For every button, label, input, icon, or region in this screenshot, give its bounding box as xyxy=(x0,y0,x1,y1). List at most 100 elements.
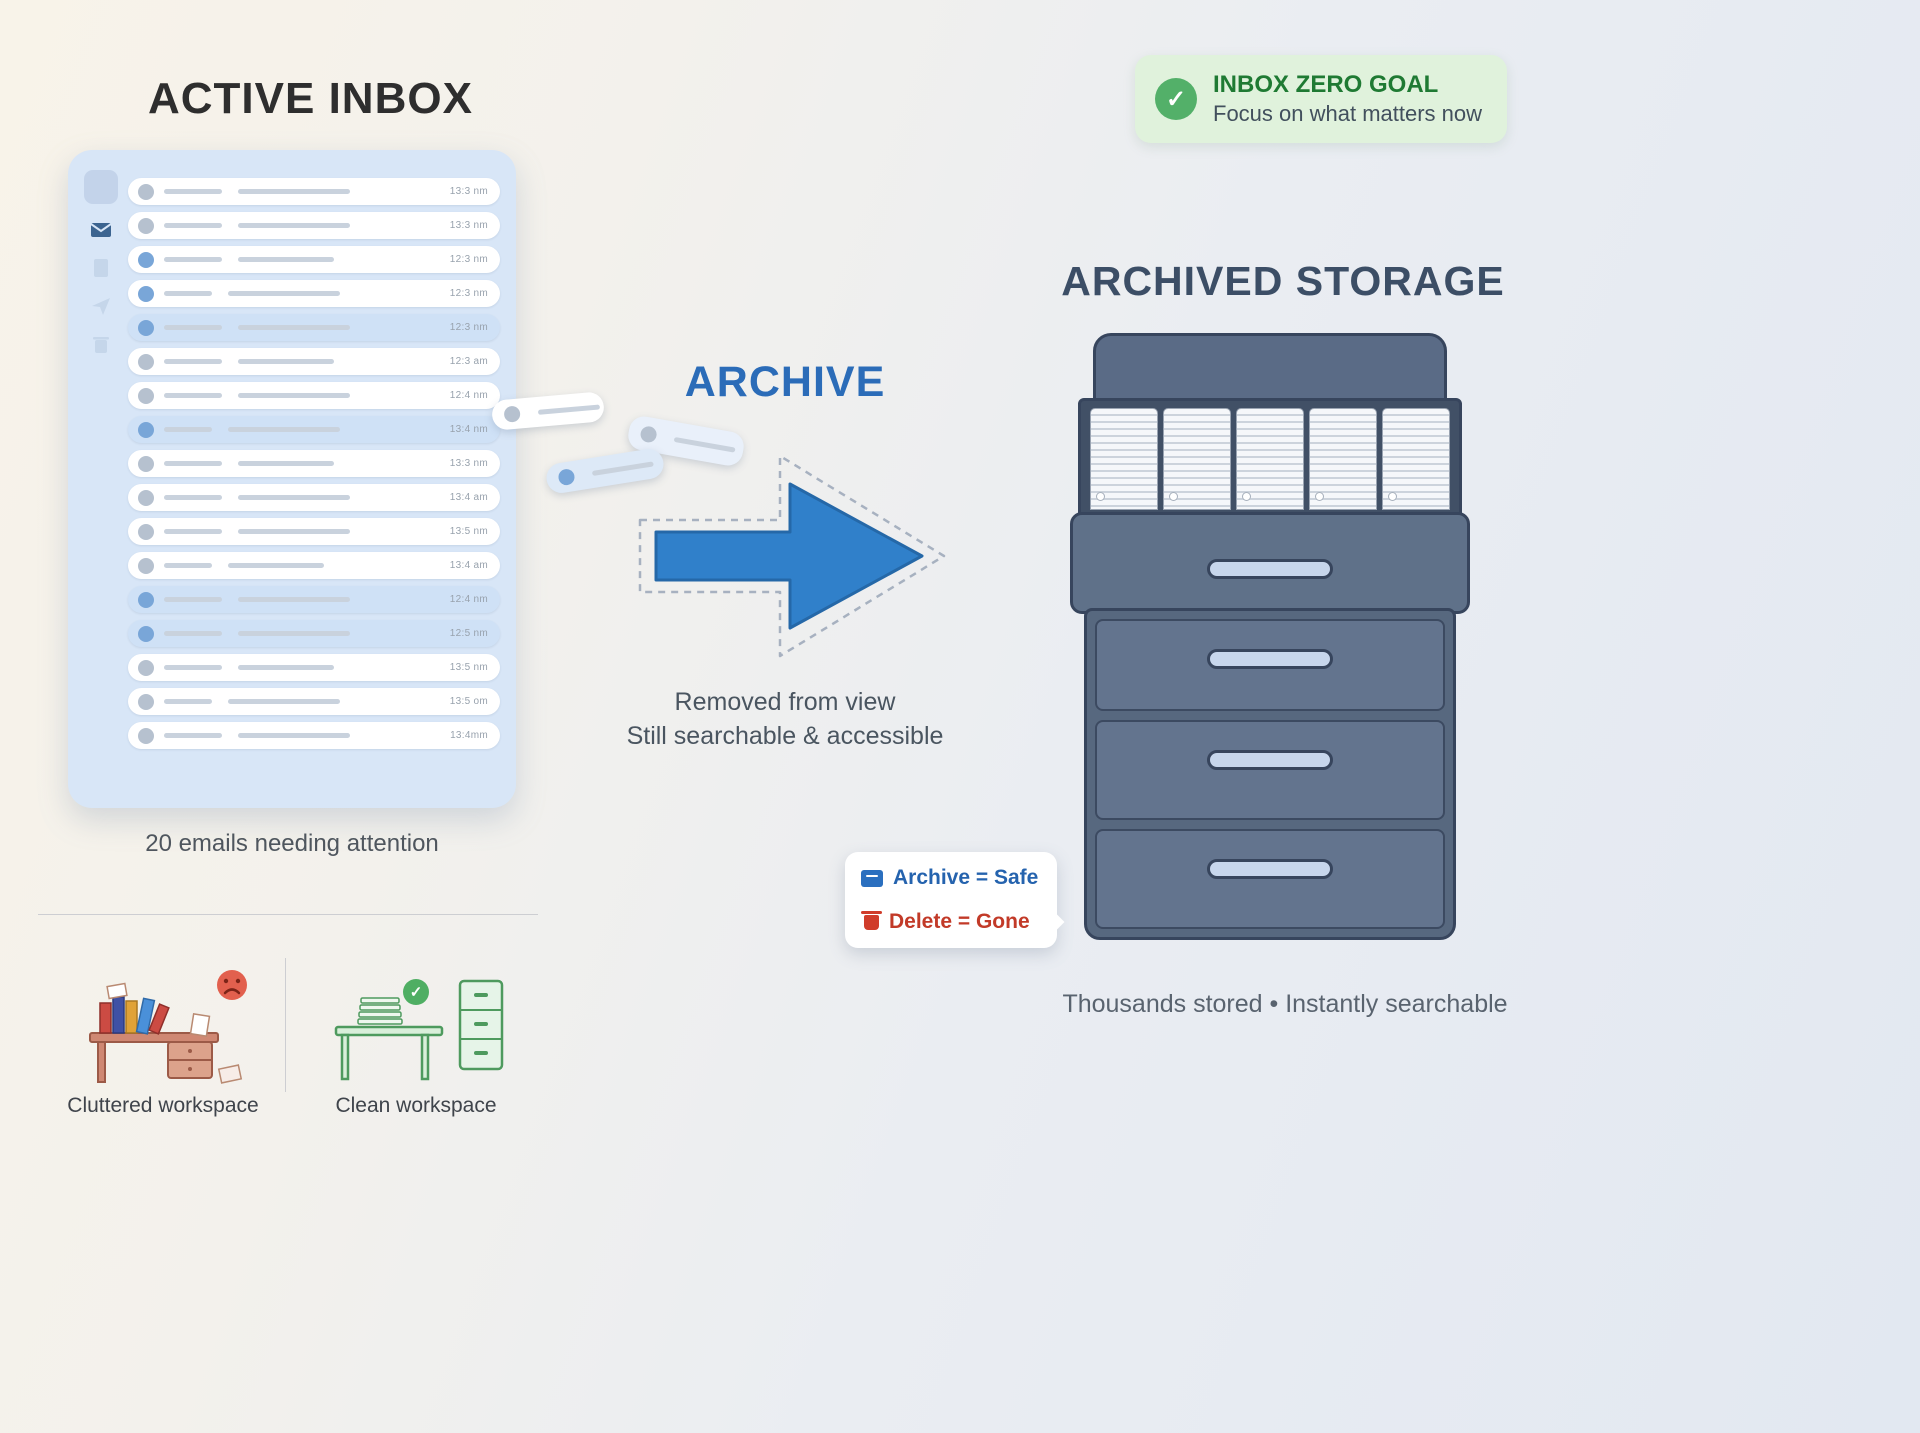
avatar-icon xyxy=(138,727,154,744)
file-stack xyxy=(1236,408,1304,510)
legend-archive-row: Archive = Safe xyxy=(861,866,1041,890)
file-label-dot xyxy=(1169,492,1178,501)
email-time: 12:5 nm xyxy=(449,628,488,639)
archive-line2: Still searchable & accessible xyxy=(626,721,944,750)
subject-bar xyxy=(238,461,334,466)
avatar-icon xyxy=(503,405,521,423)
subject-bar xyxy=(238,733,350,738)
sender-bar xyxy=(164,325,222,330)
email-time: 13:3 nm xyxy=(449,186,488,197)
avatar-icon xyxy=(557,467,576,487)
active-inbox-title: ACTIVE INBOX xyxy=(148,74,473,123)
document-icon xyxy=(94,259,108,277)
avatar-icon xyxy=(138,421,154,438)
subject-bar xyxy=(238,495,350,500)
arrow-dashed-outline xyxy=(638,454,946,658)
subject-bar xyxy=(238,665,334,670)
arrow-solid xyxy=(654,482,924,630)
sender-bar xyxy=(164,359,222,364)
email-time: 13:5 nm xyxy=(449,662,488,673)
cabinet-body xyxy=(1084,608,1456,940)
email-row: 12:3 nm xyxy=(128,280,500,307)
email-row: 12:4 nm xyxy=(128,382,500,409)
app-logo xyxy=(84,170,118,204)
subject-bar xyxy=(238,631,350,636)
sender-bar xyxy=(164,495,222,500)
email-time: 12:4 nm xyxy=(449,594,488,605)
sender-bar xyxy=(164,461,222,466)
sender-bar xyxy=(164,257,222,262)
avatar-icon xyxy=(138,217,154,234)
cluttered-workspace-label: Cluttered workspace xyxy=(67,1094,259,1117)
avatar-icon xyxy=(138,285,154,302)
file-stack xyxy=(1309,408,1377,510)
email-time: 12:4 nm xyxy=(449,390,488,401)
email-time: 13:4 am xyxy=(449,560,488,571)
archive-title: ARCHIVE xyxy=(684,358,886,406)
archive-box-icon xyxy=(861,869,883,887)
legend-pointer xyxy=(1047,913,1065,931)
clean-workspace-label: Clean workspace xyxy=(335,1094,497,1117)
file-label-dot xyxy=(1242,492,1251,501)
inbox-sidebar xyxy=(78,170,124,356)
avatar-icon xyxy=(138,387,154,404)
email-row: 13:5 om xyxy=(128,688,500,715)
avatar-icon xyxy=(138,625,154,642)
email-row: 12:3 nm xyxy=(128,314,500,341)
avatar-icon xyxy=(138,557,154,574)
sender-bar xyxy=(164,427,212,432)
cabinet-lid xyxy=(1093,333,1447,405)
file-stack xyxy=(1163,408,1231,510)
avatar-icon xyxy=(138,319,154,336)
storage-caption: Thousands stored • Instantly searchable xyxy=(1062,990,1508,1018)
email-time: 13:4mm xyxy=(450,730,488,741)
sender-bar xyxy=(164,393,222,398)
legend-delete-row: Delete = Gone xyxy=(861,910,1041,934)
cluttered-workspace-illustration xyxy=(72,955,262,1098)
subject-bar xyxy=(228,427,340,432)
email-time: 13:5 nm xyxy=(449,526,488,537)
sender-bar xyxy=(164,563,212,568)
sender-bar xyxy=(164,223,222,228)
avatar-icon xyxy=(138,489,154,506)
check-icon: ✓ xyxy=(1155,78,1197,120)
subject-bar xyxy=(238,257,334,262)
email-row: 12:4 nm xyxy=(128,586,500,613)
drawer-handle xyxy=(1207,750,1333,770)
email-time: 13:5 om xyxy=(449,696,488,707)
subject-bar xyxy=(238,189,350,194)
email-row: 13:4 nm xyxy=(128,416,500,443)
sender-bar xyxy=(164,529,222,534)
email-time: 13:3 nm xyxy=(449,458,488,469)
avatar-icon xyxy=(138,693,154,710)
archive-description: Removed from view Still searchable & acc… xyxy=(560,686,1010,754)
file-label-dot xyxy=(1096,492,1105,501)
sender-bar xyxy=(164,597,222,602)
cabinet-open-drawer xyxy=(1078,398,1462,520)
subject-bar xyxy=(238,529,350,534)
email-time: 13:4 am xyxy=(449,492,488,503)
sender-bar xyxy=(164,189,222,194)
vertical-divider xyxy=(285,958,286,1092)
email-time: 13:4 nm xyxy=(449,424,488,435)
mail-icon xyxy=(90,223,112,237)
goal-subtitle: Focus on what matters now xyxy=(1213,101,1483,126)
cabinet-drawer xyxy=(1095,720,1445,820)
subject-bar xyxy=(228,563,324,568)
email-row: 13:4mm xyxy=(128,722,500,749)
file-label-dot xyxy=(1388,492,1397,501)
email-row: 12:3 am xyxy=(128,348,500,375)
inbox-caption: 20 emails needing attention xyxy=(145,830,439,857)
goal-title: INBOX ZERO GOAL xyxy=(1213,71,1439,98)
inbox-zero-badge: ✓ INBOX ZERO GOAL Focus on what matters … xyxy=(1135,55,1507,143)
sender-bar xyxy=(164,291,212,296)
sender-bar xyxy=(164,699,212,704)
sender-bar xyxy=(164,631,222,636)
sender-bar xyxy=(164,665,222,670)
trash-icon xyxy=(861,910,882,930)
file-label-dot xyxy=(1315,492,1324,501)
text-bar xyxy=(537,403,601,415)
subject-bar xyxy=(228,699,340,704)
subject-bar xyxy=(238,597,350,602)
